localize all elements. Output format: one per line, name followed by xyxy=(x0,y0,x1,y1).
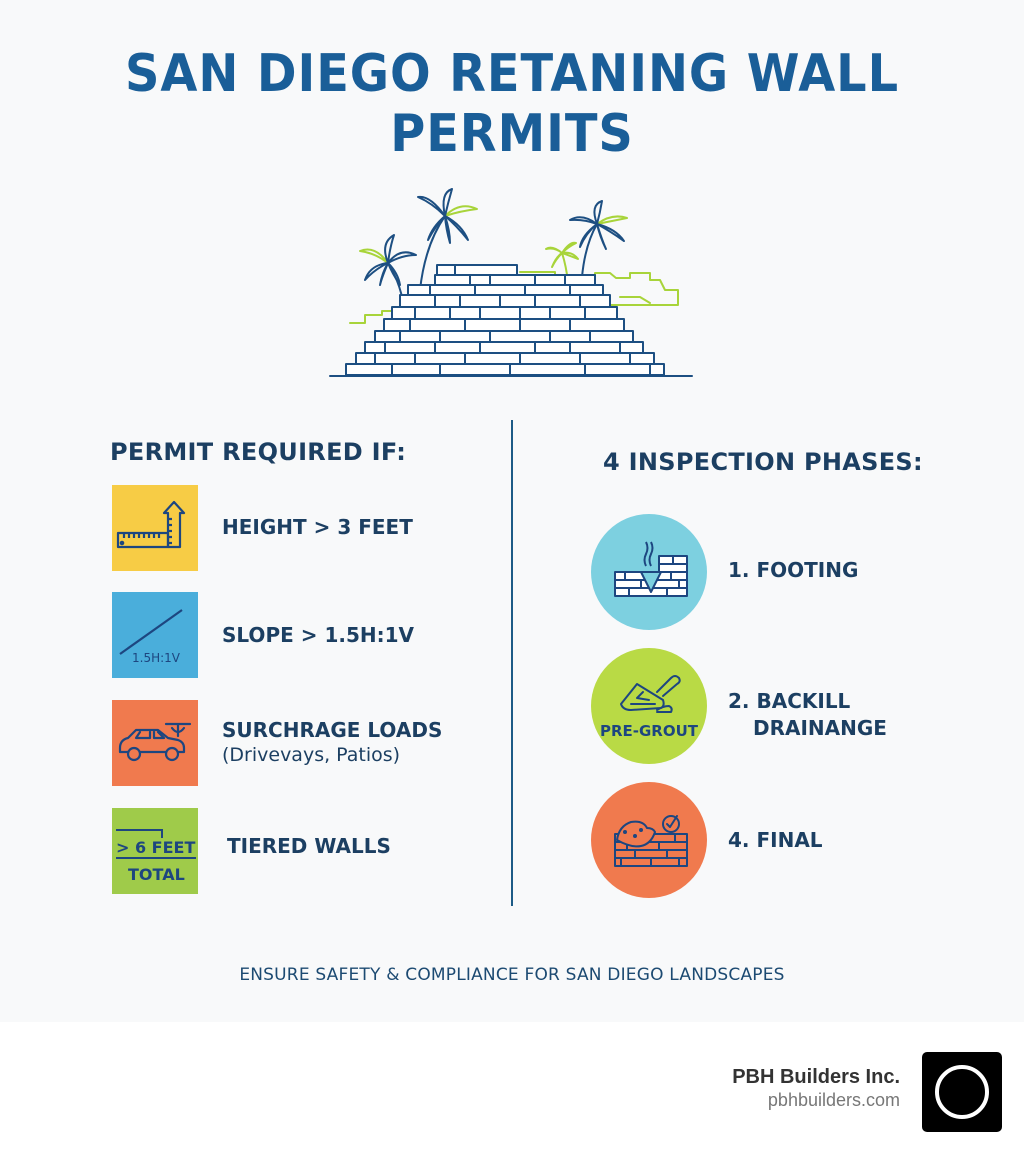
requirement-tiered-label: TIERED WALLS xyxy=(227,834,391,858)
logo-ring xyxy=(935,1065,989,1119)
phase-footing-label: 1. FOOTING xyxy=(728,558,859,582)
requirement-slope-label: SLOPE > 1.5H:1V xyxy=(222,623,415,647)
column-divider xyxy=(511,420,513,906)
page-title: SAN DIEGO RETANING WALL PERMITS xyxy=(41,44,983,164)
footing-wall-icon xyxy=(591,514,707,630)
requirement-surcharge-label: SURCHRAGE LOADS xyxy=(222,718,443,742)
phase-final-label: 4. FINAL xyxy=(728,828,823,852)
brand-url[interactable]: pbhbuilders.com xyxy=(767,1090,900,1110)
title-line-2: PERMITS xyxy=(390,104,634,164)
slope-icon: 1.5H:1V xyxy=(112,592,198,678)
slope-icon-text: 1.5H:1V xyxy=(132,651,181,665)
ruler-height-icon xyxy=(112,485,198,571)
ring-logo-icon xyxy=(922,1052,1002,1132)
tagline: ENSURE SAFETY & COMPLIANCE FOR SAN DIEGO… xyxy=(239,965,785,985)
infographic: SAN DIEGO RETANING WALL PERMITS xyxy=(41,44,983,985)
brand-name: PBH Builders Inc. xyxy=(732,1066,900,1088)
title-line-1: SAN DIEGO RETANING WALL xyxy=(124,44,899,104)
inspection-phases-heading: 4 INSPECTION PHASES: xyxy=(603,448,923,476)
final-wall-check-icon xyxy=(591,782,707,898)
requirement-height-label: HEIGHT > 3 FEET xyxy=(222,515,413,539)
car-load-icon xyxy=(112,700,198,786)
requirement-surcharge-sublabel: (Drivevays, Patios) xyxy=(222,744,401,766)
permit-required-heading: PERMIT REQUIRED IF: xyxy=(110,438,407,466)
phase-backfill-label: 2. BACKILL DRAINANGE xyxy=(728,689,887,740)
trowel-icon: PRE-GROUT xyxy=(591,648,707,764)
svg-text:PRE-GROUT: PRE-GROUT xyxy=(600,722,699,740)
tiered-total-icon: > 6 FEET TOTAL xyxy=(112,808,198,894)
retaining-wall-illustration-icon xyxy=(320,185,700,380)
svg-text:> 6 FEET: > 6 FEET xyxy=(116,838,195,857)
svg-text:TOTAL: TOTAL xyxy=(128,865,185,884)
